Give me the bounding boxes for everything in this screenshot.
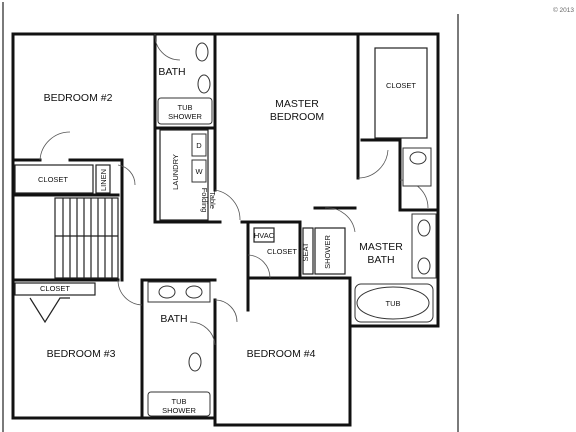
label-folding-table-1: Folding: [200, 188, 209, 213]
label-tub-shower-lower-1: TUB: [172, 397, 187, 406]
label-tub-shower-lower-2: SHOWER: [162, 406, 196, 415]
label-folding-table-2: Table: [208, 191, 217, 209]
room-label-closet-left: CLOSET: [38, 175, 68, 184]
door-swings: [39, 33, 429, 346]
master-sink-1: [417, 219, 431, 237]
closet-lower-doors: [29, 297, 70, 324]
room-label-laundry: LAUNDRY: [171, 154, 180, 190]
label-tub-shower-upper-2: SHOWER: [168, 112, 202, 121]
room-label-closet-lower: CLOSET: [40, 284, 70, 293]
room-label-master-bath-1: MASTER: [359, 241, 403, 253]
room-label-bath-upper: BATH: [158, 66, 185, 78]
closet-lower-shelf: [14, 282, 96, 296]
master-sink-2: [417, 257, 431, 275]
stairs: [54, 197, 119, 279]
seat-bench: [302, 227, 314, 275]
room-label-master-bath-2: BATH: [367, 254, 394, 266]
lower-sink-2: [185, 285, 203, 299]
room-label-linen: LINEN: [99, 169, 108, 191]
room-label-bath-lower: BATH: [160, 313, 187, 325]
laundry-area: [159, 129, 209, 221]
label-shower: SHOWER: [323, 235, 332, 269]
master-closet-shelf: [374, 47, 428, 139]
master-tub: [356, 286, 430, 320]
shower-box: [314, 227, 346, 275]
room-label-bedroom-2: BEDROOM #2: [44, 92, 113, 104]
dryer: [191, 133, 207, 157]
lower-sink-1: [158, 285, 176, 299]
room-label-bedroom-3: BEDROOM #3: [47, 348, 116, 360]
washer: [191, 159, 207, 183]
label-washer: W: [195, 167, 203, 176]
room-label-master-bedroom-1: MASTER: [275, 98, 319, 110]
closet-left-box: [14, 164, 94, 194]
label-tub: TUB: [386, 299, 401, 308]
tub-shower-upper: [157, 97, 213, 125]
toilet-upper-tank: [195, 42, 209, 62]
linen-box: [95, 164, 111, 194]
room-label-master-bedroom-2: BEDROOM: [270, 111, 324, 123]
room-label-closet-center: CLOSET: [267, 247, 297, 256]
label-hvac: HVAC: [254, 231, 275, 240]
watermark-text: © 2013: [553, 6, 574, 14]
label-seat: SEAT: [301, 242, 310, 261]
room-label-bedroom-4: BEDROOM #4: [247, 348, 316, 360]
label-tub-shower-upper-1: TUB: [178, 103, 193, 112]
interior-walls: [11, 32, 440, 420]
exterior-walls: [11, 32, 440, 427]
toilet-upper: [197, 74, 211, 94]
toilet-lower: [188, 352, 202, 372]
master-toilet: [409, 151, 427, 165]
room-label-master-closet: CLOSET: [386, 81, 416, 90]
hvac-box: [253, 227, 275, 243]
tub-shower-lower: [147, 391, 211, 417]
label-dryer: D: [196, 141, 202, 150]
